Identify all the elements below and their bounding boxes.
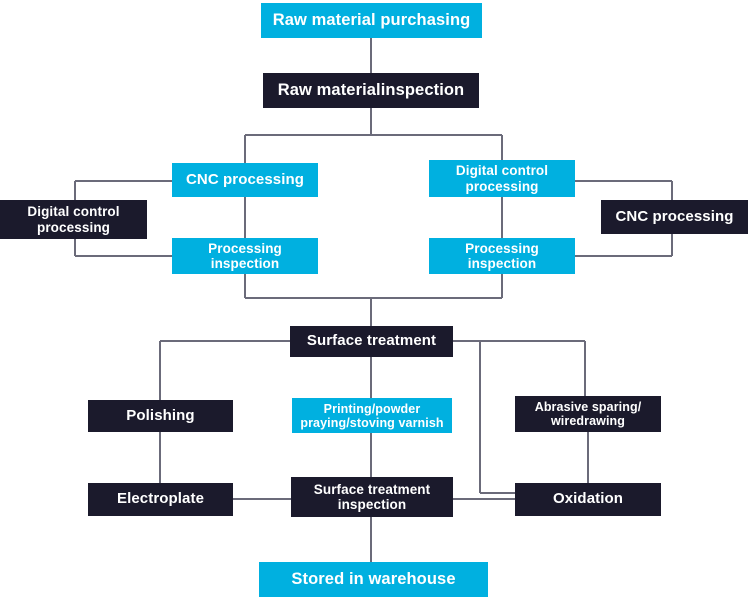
node-raw-material-inspection[interactable]: Raw materialinspection — [263, 73, 479, 108]
node-processing-inspection-left[interactable]: Processing inspection — [172, 238, 318, 274]
node-processing-inspection-right[interactable]: Processing inspection — [429, 238, 575, 274]
node-surface-treatment[interactable]: Surface treatment — [290, 326, 453, 357]
node-surface-treatment-inspection[interactable]: Surface treatment inspection — [291, 477, 453, 517]
node-polishing[interactable]: Polishing — [88, 400, 233, 432]
node-abrasive-sparing[interactable]: Abrasive sparing/ wiredrawing — [515, 396, 661, 432]
node-raw-material-purchasing[interactable]: Raw material purchasing — [261, 3, 482, 38]
node-digital-control-right[interactable]: Digital control processing — [429, 160, 575, 197]
node-stored-in-warehouse[interactable]: Stored in warehouse — [259, 562, 488, 597]
node-oxidation[interactable]: Oxidation — [515, 483, 661, 516]
node-printing-powder[interactable]: Printing/powder praying/stoving varnish — [292, 398, 452, 433]
node-digital-control-left[interactable]: Digital control processing — [0, 200, 147, 239]
node-cnc-processing-left[interactable]: CNC processing — [172, 163, 318, 197]
node-cnc-processing-right[interactable]: CNC processing — [601, 200, 748, 234]
node-electroplate[interactable]: Electroplate — [88, 483, 233, 516]
